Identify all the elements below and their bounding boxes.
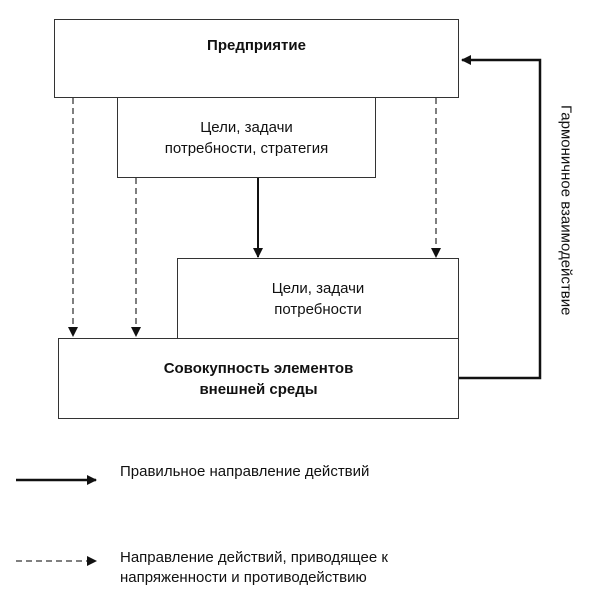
box-enterprise-label: Предприятие (207, 37, 306, 54)
legend-dashed-text: Направление действий, приводящее к напря… (120, 549, 388, 586)
side-label: Гармоничное взаимодействие (551, 78, 581, 343)
box-goals-needs-label: Цели, задачи потребности (271, 280, 365, 318)
box-goals-strategy: Цели, задачи потребности, стратегия (117, 98, 376, 178)
side-label-text: Гармоничное взаимодействие (557, 105, 575, 316)
box-enterprise: Предприятие (54, 19, 459, 98)
legend-solid-text: Правильное направление действий (120, 463, 370, 480)
box-environment-label: Совокупность элементов внешней среды (163, 359, 354, 398)
box-goals-needs: Цели, задачи потребности (177, 258, 459, 340)
box-environment: Совокупность элементов внешней среды (58, 338, 459, 419)
feedback-loop-arrow (459, 55, 542, 380)
box-goals-strategy-label: Цели, задачи потребности, стратегия (164, 118, 329, 157)
